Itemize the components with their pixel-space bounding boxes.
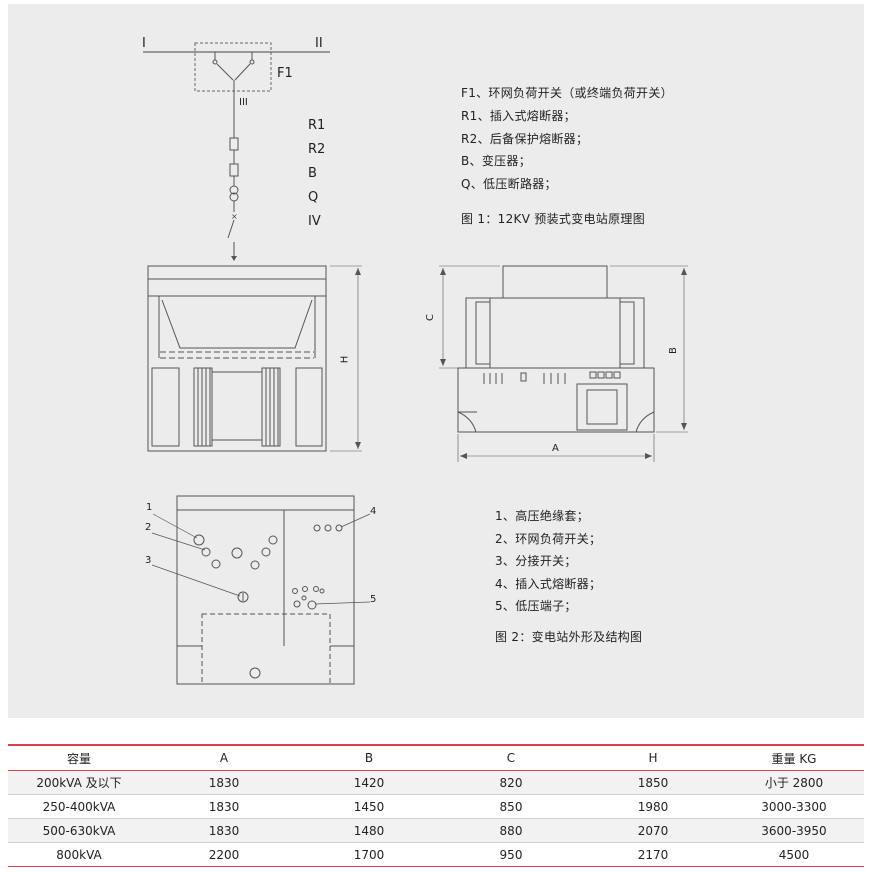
switch-tag-f1: F1 (277, 66, 293, 81)
figure-panel (8, 4, 864, 718)
column-header: A (150, 744, 298, 771)
table-row: 200kVA 及以下 1830 1420 820 1850 小于 2800 (8, 770, 864, 795)
figure-caption: 图 1：12KV 预装式变电站原理图 (461, 212, 646, 226)
callout-number: 1 (146, 502, 153, 513)
legend-item: Q、低压断路器； (461, 177, 557, 191)
stack-label: R1 (308, 118, 326, 133)
dimension-label-c: C (424, 314, 436, 321)
table-cell: 800kVA (8, 842, 150, 867)
table-cell: 1830 (150, 818, 298, 843)
bus-label-right: II (315, 36, 323, 51)
table-row: 250-400kVA 1830 1450 850 1980 3000-3300 (8, 794, 864, 819)
dimension-label-b: B (667, 347, 679, 354)
table-cell: 880 (440, 818, 582, 843)
dimension-label-a: A (552, 443, 559, 454)
table-cell: 2170 (582, 842, 724, 867)
stack-label: IV (308, 214, 321, 229)
spec-table: 容量 A B C H 重量 KG 200kVA 及以下 1830 1420 82… (8, 744, 864, 867)
table-cell: 1980 (582, 794, 724, 819)
branch-tag: III (239, 97, 248, 108)
table-cell: 1700 (298, 842, 440, 867)
column-header: 重量 KG (724, 744, 864, 771)
column-header: B (298, 744, 440, 771)
legend-item: 2、环网负荷开关； (495, 532, 602, 546)
table-cell: 2070 (582, 818, 724, 843)
table-cell: 4500 (724, 842, 864, 867)
table-cell: 2200 (150, 842, 298, 867)
table-cell: 1420 (298, 770, 440, 795)
svg-text:×: × (231, 212, 238, 221)
legend-item: 5、低压端子； (495, 599, 577, 613)
legend-item: 3、分接开关； (495, 554, 577, 568)
stack-label: R2 (308, 142, 326, 157)
technical-drawings: × (143, 42, 688, 685)
table-row: 500-630kVA 1830 1480 880 2070 3600-3950 (8, 818, 864, 843)
plan-view (151, 495, 371, 685)
callout-number: 5 (370, 594, 377, 605)
stack-label: B (308, 166, 317, 181)
table-row: 800kVA 2200 1700 950 2170 4500 (8, 842, 864, 867)
table-cell: 850 (440, 794, 582, 819)
column-header: 容量 (8, 744, 150, 771)
table-cell: 小于 2800 (724, 770, 864, 795)
table-cell: 1830 (150, 794, 298, 819)
table-cell: 500-630kVA (8, 818, 150, 843)
table-cell: 820 (440, 770, 582, 795)
legend-item: 1、高压绝缘套； (495, 509, 590, 523)
legend-item: R2、后备保护熔断器； (461, 132, 589, 146)
table-cell: 1480 (298, 818, 440, 843)
schematic-diagram: × (143, 42, 330, 261)
table-cell: 3600-3950 (724, 818, 864, 843)
table-cell: 1450 (298, 794, 440, 819)
table-cell: 1850 (582, 770, 724, 795)
table-cell: 200kVA 及以下 (8, 770, 150, 795)
stack-label: Q (308, 190, 319, 205)
table-cell: 3000-3300 (724, 794, 864, 819)
table-header-row: 容量 A B C H 重量 KG (8, 744, 864, 771)
callout-number: 4 (370, 506, 377, 517)
side-elevation (439, 265, 688, 462)
table-cell: 950 (440, 842, 582, 867)
dimension-label-h: H (339, 355, 351, 364)
callout-number: 3 (145, 555, 152, 566)
legend-item: R1、插入式熔断器； (461, 109, 576, 123)
legend-item: F1、环网负荷开关（或终端负荷开关） (461, 86, 673, 100)
column-header: C (440, 744, 582, 771)
callout-number: 2 (145, 522, 152, 533)
bus-label-left: I (142, 36, 146, 51)
table-cell: 1830 (150, 770, 298, 795)
legend-item: 4、插入式熔断器； (495, 577, 602, 591)
front-elevation (147, 265, 362, 452)
table-cell: 250-400kVA (8, 794, 150, 819)
column-header: H (582, 744, 724, 771)
legend-item: B、变压器； (461, 154, 532, 168)
figure-caption: 图 2：变电站外形及结构图 (495, 630, 643, 644)
